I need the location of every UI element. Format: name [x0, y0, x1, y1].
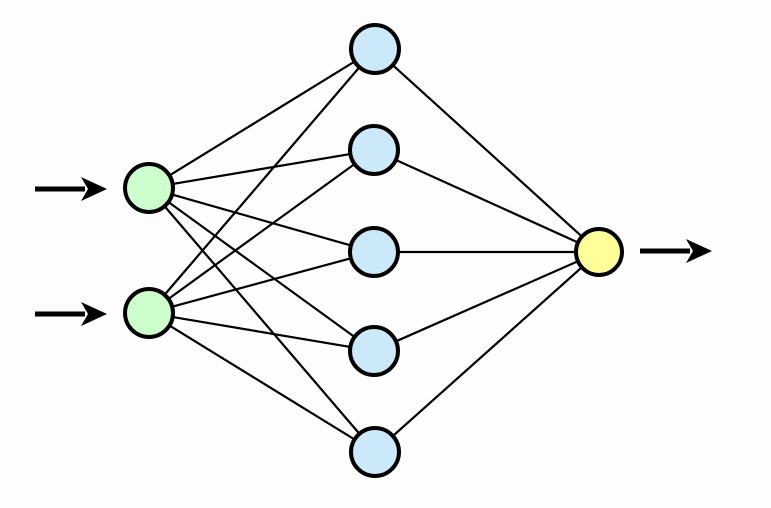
edge-hidden-2-to-output-1 — [395, 159, 579, 244]
node-hidden-5[interactable] — [349, 426, 401, 478]
edge-input-2-to-hidden-4 — [172, 316, 351, 348]
edge-input-1-to-hidden-4 — [168, 201, 355, 338]
edge-hidden-1-to-output-1 — [392, 64, 583, 237]
output-arrow-icon-head — [686, 239, 712, 263]
edge-input-1-to-hidden-2 — [172, 153, 351, 185]
input-arrow-icon-head — [81, 177, 107, 201]
input-arrow-icon — [35, 177, 107, 201]
input-arrow-icon — [35, 302, 107, 326]
node-hidden-1[interactable] — [349, 23, 401, 75]
nodes-group — [123, 23, 624, 478]
edges-group — [164, 60, 583, 441]
edge-input-2-to-hidden-1 — [164, 66, 360, 296]
node-hidden-4[interactable] — [348, 325, 400, 377]
output-arrow-icon — [640, 239, 712, 263]
edge-input-2-to-hidden-2 — [168, 163, 355, 300]
node-hidden-3[interactable] — [348, 226, 400, 278]
edge-input-2-to-hidden-3 — [172, 257, 351, 308]
edge-input-1-to-hidden-5 — [164, 205, 360, 435]
node-output-1[interactable] — [574, 227, 624, 277]
io-arrows-group — [35, 177, 712, 326]
edge-hidden-4-to-output-1 — [395, 260, 579, 343]
edge-input-2-to-hidden-5 — [169, 324, 355, 441]
edge-input-1-to-hidden-1 — [169, 60, 355, 177]
node-input-1[interactable] — [123, 162, 175, 214]
node-hidden-2[interactable] — [348, 124, 400, 176]
edge-hidden-5-to-output-1 — [392, 266, 583, 437]
input-arrow-icon-head — [81, 302, 107, 326]
node-input-2[interactable] — [123, 287, 175, 339]
edge-input-1-to-hidden-3 — [171, 193, 352, 247]
